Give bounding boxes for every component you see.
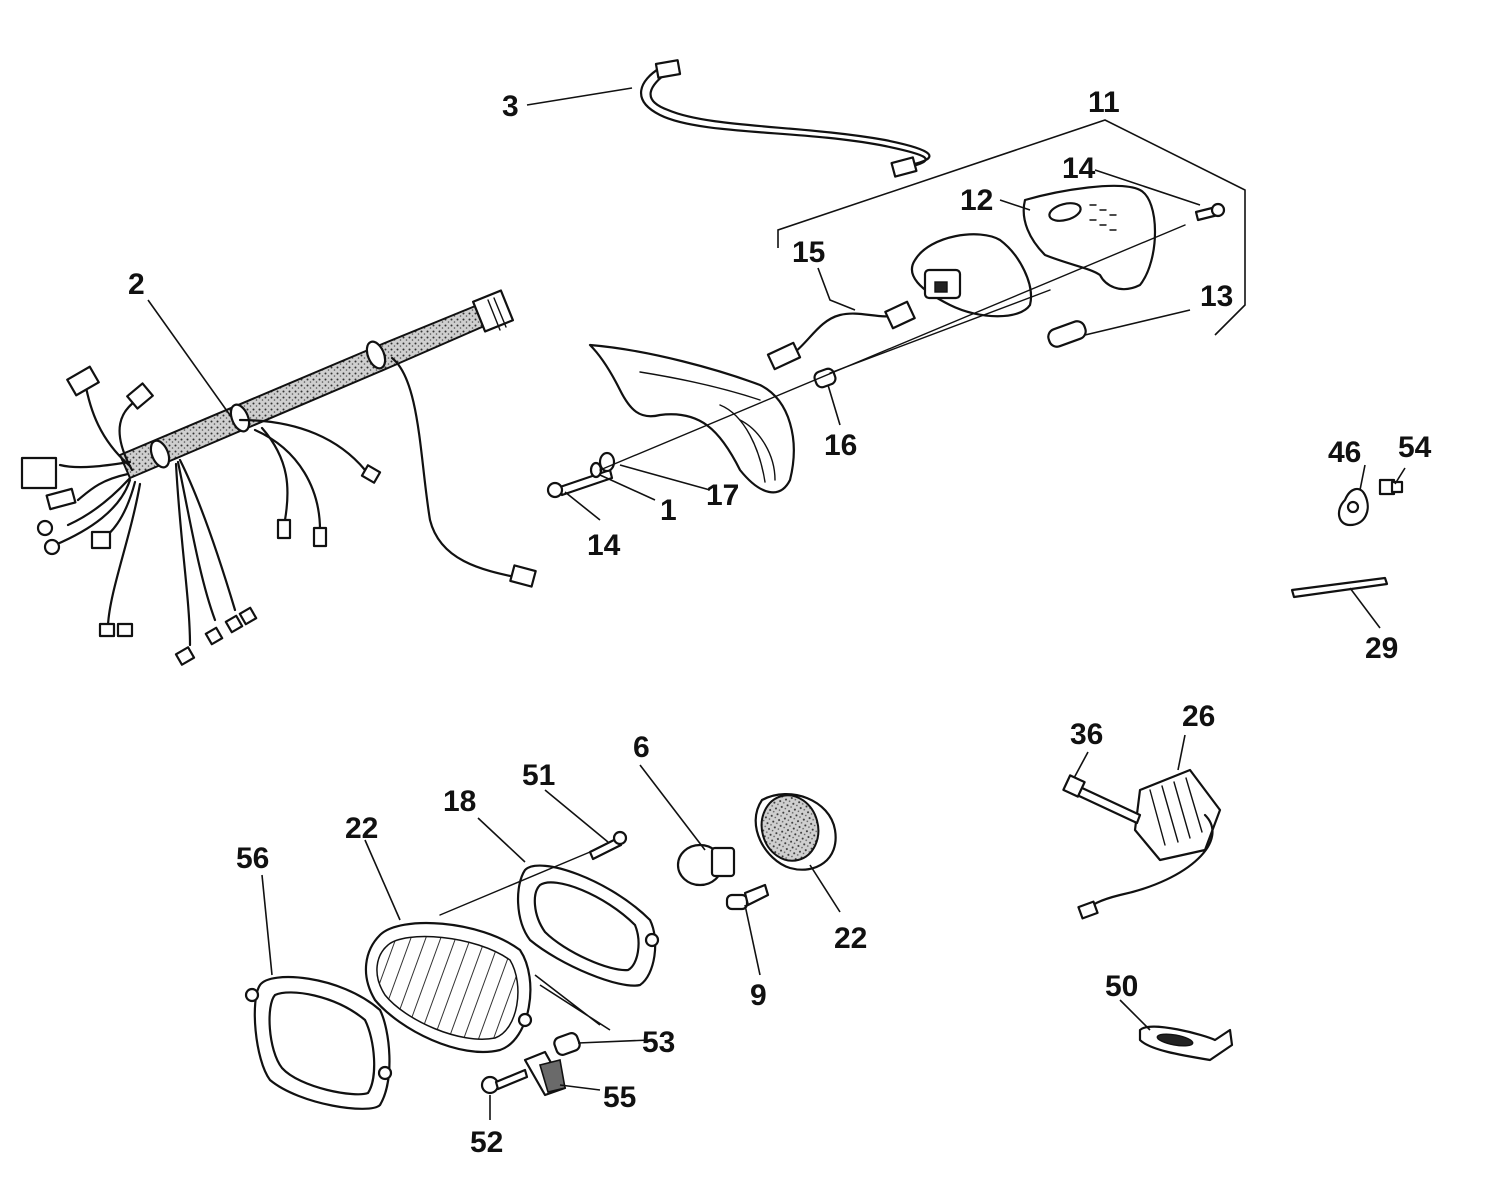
callout-1: 1 (660, 494, 677, 527)
part-11-taillight-assembly (546, 119, 1246, 499)
part-46-clamp (1337, 487, 1369, 527)
callout-3: 3 (502, 90, 519, 123)
part-55-bracket (523, 1050, 567, 1097)
part-3-cable (639, 59, 931, 178)
callout-26: 26 (1182, 700, 1215, 733)
part-53-spacer (553, 1032, 581, 1056)
rear-mudguard (588, 343, 795, 494)
callout-11: 11 (1088, 86, 1120, 119)
part-52-screw (480, 1068, 529, 1095)
callout-16: 16 (824, 429, 857, 462)
part-29-cable-tie (1290, 576, 1389, 599)
callout-54: 54 (1398, 431, 1432, 464)
part-6-bulb (676, 843, 736, 887)
callout-50: 50 (1105, 970, 1138, 1003)
callout-55: 55 (603, 1081, 636, 1114)
callout-29: 29 (1365, 632, 1398, 665)
part-2-wiring-harness (20, 289, 537, 666)
leader-lines (147, 87, 1406, 1120)
part-22-light-unit (754, 793, 837, 871)
callout-13: 13 (1200, 280, 1233, 313)
callout-9: 9 (750, 979, 767, 1012)
callout-22-left: 22 (345, 812, 378, 845)
part-22-headlight-lens (364, 921, 533, 1054)
callout-labels: 3 11 14 12 15 13 2 16 17 1 14 46 54 29 2… (128, 86, 1432, 1159)
callout-22-right: 22 (834, 922, 867, 955)
callout-56: 56 (236, 842, 269, 875)
part-26-regulator (1062, 768, 1222, 920)
callout-53: 53 (642, 1026, 675, 1059)
callout-14-bottom: 14 (587, 529, 621, 562)
callout-36: 36 (1070, 718, 1103, 751)
callout-46: 46 (1328, 436, 1361, 469)
callout-15: 15 (792, 236, 825, 269)
part-9-bulb-holder (725, 883, 770, 911)
callout-6: 6 (633, 731, 650, 764)
part-56-headlight-rim (244, 975, 393, 1110)
part-50-bracket (1138, 1025, 1234, 1062)
part-51-screw (439, 830, 628, 916)
callout-18: 18 (443, 785, 476, 818)
callout-12: 12 (960, 184, 993, 217)
callout-17: 17 (706, 479, 739, 512)
callout-51: 51 (522, 759, 555, 792)
part-54-screw (1378, 478, 1404, 496)
callout-2: 2 (128, 268, 145, 301)
callout-14-top: 14 (1062, 152, 1096, 185)
callout-52: 52 (470, 1126, 503, 1159)
part-18-headlight-frame (516, 864, 660, 987)
